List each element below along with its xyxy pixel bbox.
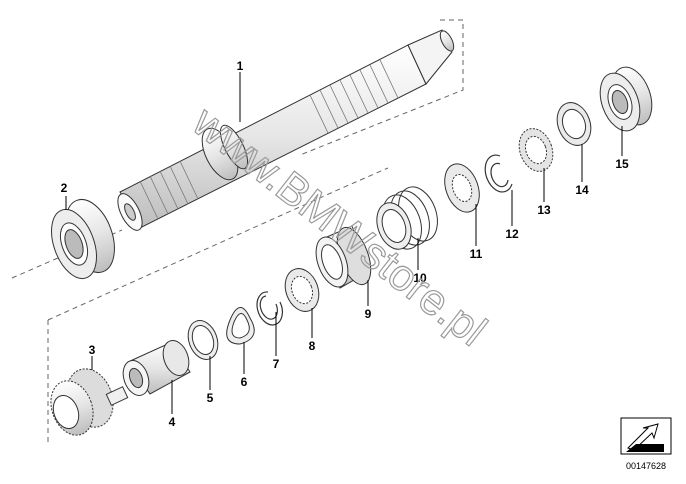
callout-15: 15 [615, 157, 629, 171]
callout-13: 13 [537, 203, 551, 217]
callout-11: 11 [470, 247, 483, 261]
arrow-right-icon[interactable] [620, 417, 672, 455]
circlip-7-part[interactable] [256, 291, 283, 326]
ring-5-part[interactable] [183, 316, 223, 363]
bearing-right-part[interactable] [593, 62, 659, 137]
splined-ring-13-part[interactable] [513, 124, 558, 176]
callout-6: 6 [241, 375, 248, 389]
callout-7: 7 [273, 357, 280, 371]
callout-10: 10 [413, 271, 427, 285]
washer-8-part[interactable] [279, 264, 324, 316]
gear-part[interactable] [44, 362, 129, 441]
synchro-sleeve-9-part[interactable] [310, 223, 377, 291]
callout-2: 2 [61, 181, 68, 195]
ring-14-part[interactable] [551, 98, 596, 150]
callout-9: 9 [365, 307, 372, 321]
snap-ring-12-part[interactable] [484, 154, 513, 193]
sleeve-part[interactable] [119, 337, 194, 399]
disc-11-part[interactable] [438, 159, 485, 217]
callout-8: 8 [309, 339, 316, 353]
callout-labels: 1 2 3 4 5 6 7 8 9 10 11 12 13 14 15 [61, 59, 629, 429]
diagram-code: 00147628 [626, 461, 666, 471]
callout-5: 5 [207, 391, 214, 405]
callout-14: 14 [575, 183, 589, 197]
callout-3: 3 [89, 343, 96, 357]
washer-6-part[interactable] [226, 307, 255, 345]
leader-lines [65, 72, 623, 414]
spring-10-part[interactable] [371, 182, 445, 255]
callout-12: 12 [505, 227, 519, 241]
main-shaft-part[interactable] [113, 29, 457, 234]
callout-4: 4 [169, 415, 176, 429]
watermark: www.BMWstore.pl [183, 97, 495, 356]
callout-1: 1 [237, 59, 244, 73]
bearing-left-part[interactable] [43, 193, 124, 285]
